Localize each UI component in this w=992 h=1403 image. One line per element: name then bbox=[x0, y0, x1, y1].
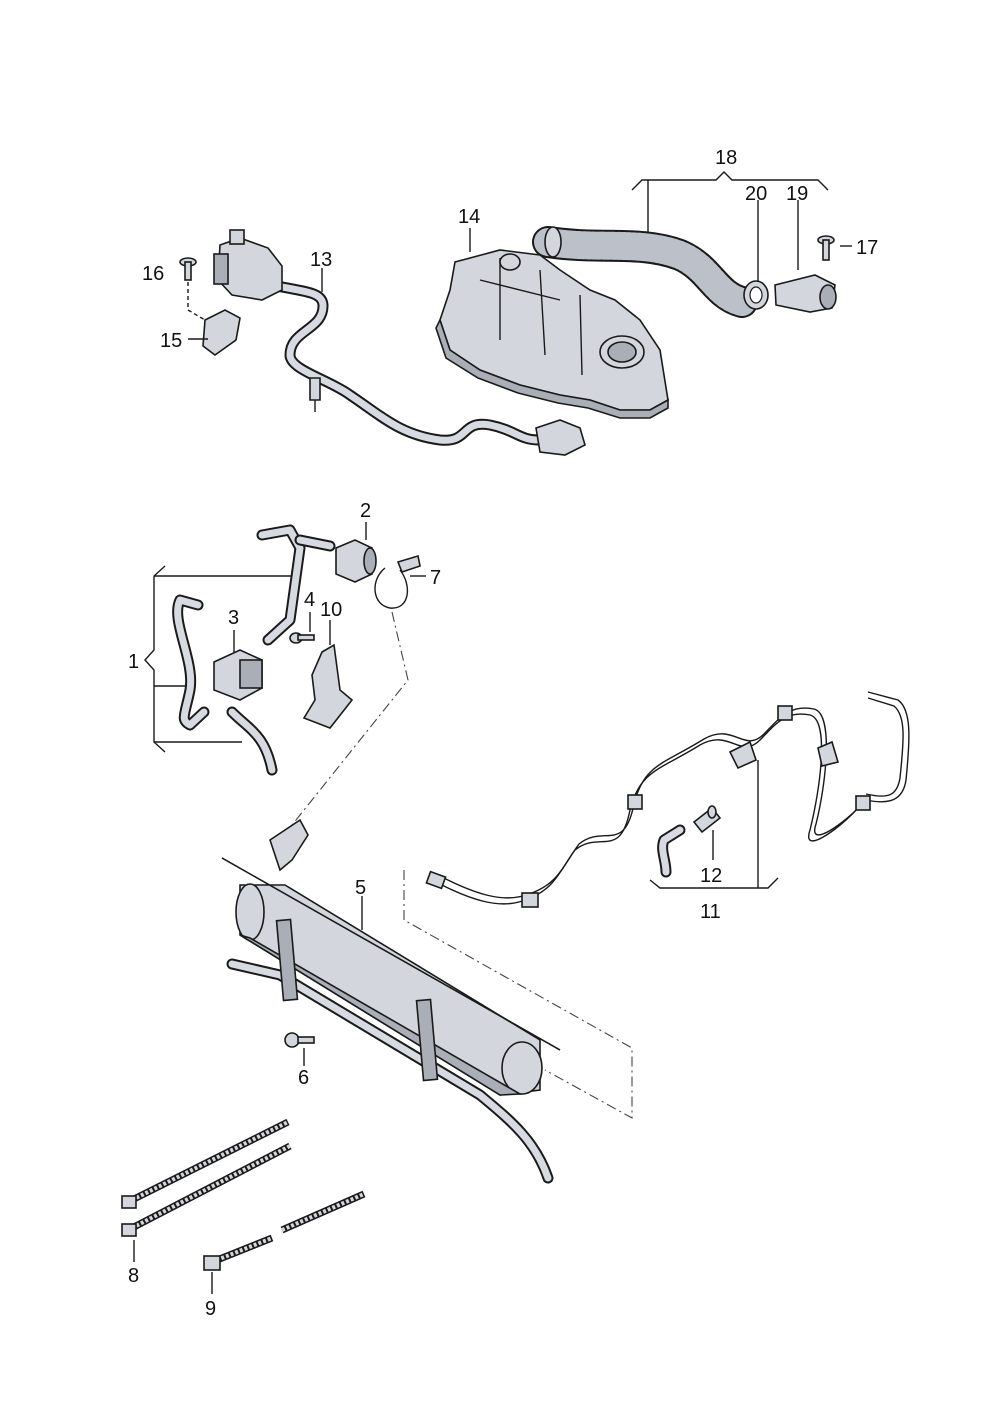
callout-7: 7 bbox=[430, 567, 441, 589]
hose-assembly-11 bbox=[425, 691, 910, 908]
hose-13 bbox=[213, 229, 586, 456]
callout-15: 15 bbox=[160, 330, 182, 352]
callout-18: 18 bbox=[715, 147, 737, 169]
connector-12 bbox=[657, 805, 722, 878]
screw-16 bbox=[179, 257, 223, 331]
screw-17 bbox=[817, 235, 852, 261]
bracket-15 bbox=[188, 309, 241, 356]
screw-6 bbox=[284, 1032, 315, 1066]
valve-cover-14 bbox=[435, 228, 669, 419]
screw-4 bbox=[289, 612, 315, 644]
callout-12: 12 bbox=[700, 865, 722, 887]
callout-3: 3 bbox=[228, 607, 239, 629]
callout-19: 19 bbox=[786, 183, 808, 205]
callout-11: 11 bbox=[700, 901, 721, 923]
callout-8: 8 bbox=[128, 1265, 139, 1287]
bracket-1 bbox=[144, 565, 292, 753]
callout-10: 10 bbox=[320, 599, 342, 621]
callout-20: 20 bbox=[745, 183, 767, 205]
connector-19 bbox=[774, 200, 837, 313]
callout-5: 5 bbox=[355, 877, 366, 899]
bracket-10 bbox=[302, 620, 354, 729]
callout-9: 9 bbox=[205, 1298, 216, 1320]
callout-13: 13 bbox=[310, 249, 332, 271]
connector-2 bbox=[335, 522, 377, 583]
callout-16: 16 bbox=[142, 263, 164, 285]
callout-1: 1 bbox=[128, 651, 139, 673]
cable-tie-9 bbox=[203, 1190, 366, 1294]
corrugated-hose-18 bbox=[532, 226, 758, 318]
callout-14: 14 bbox=[458, 206, 480, 228]
leader-7-to-5 bbox=[279, 611, 409, 841]
valve-3 bbox=[213, 630, 263, 701]
callout-4: 4 bbox=[304, 589, 315, 611]
clamp-20 bbox=[743, 200, 769, 310]
cooler-5 bbox=[221, 818, 561, 1184]
hose-group-1 bbox=[172, 524, 336, 776]
callout-6: 6 bbox=[298, 1067, 309, 1089]
callout-17: 17 bbox=[856, 237, 878, 259]
cable-ties-8 bbox=[121, 1118, 292, 1262]
callout-2: 2 bbox=[360, 500, 371, 522]
clamp-7 bbox=[374, 554, 426, 609]
leader-box-5 bbox=[403, 870, 633, 1119]
